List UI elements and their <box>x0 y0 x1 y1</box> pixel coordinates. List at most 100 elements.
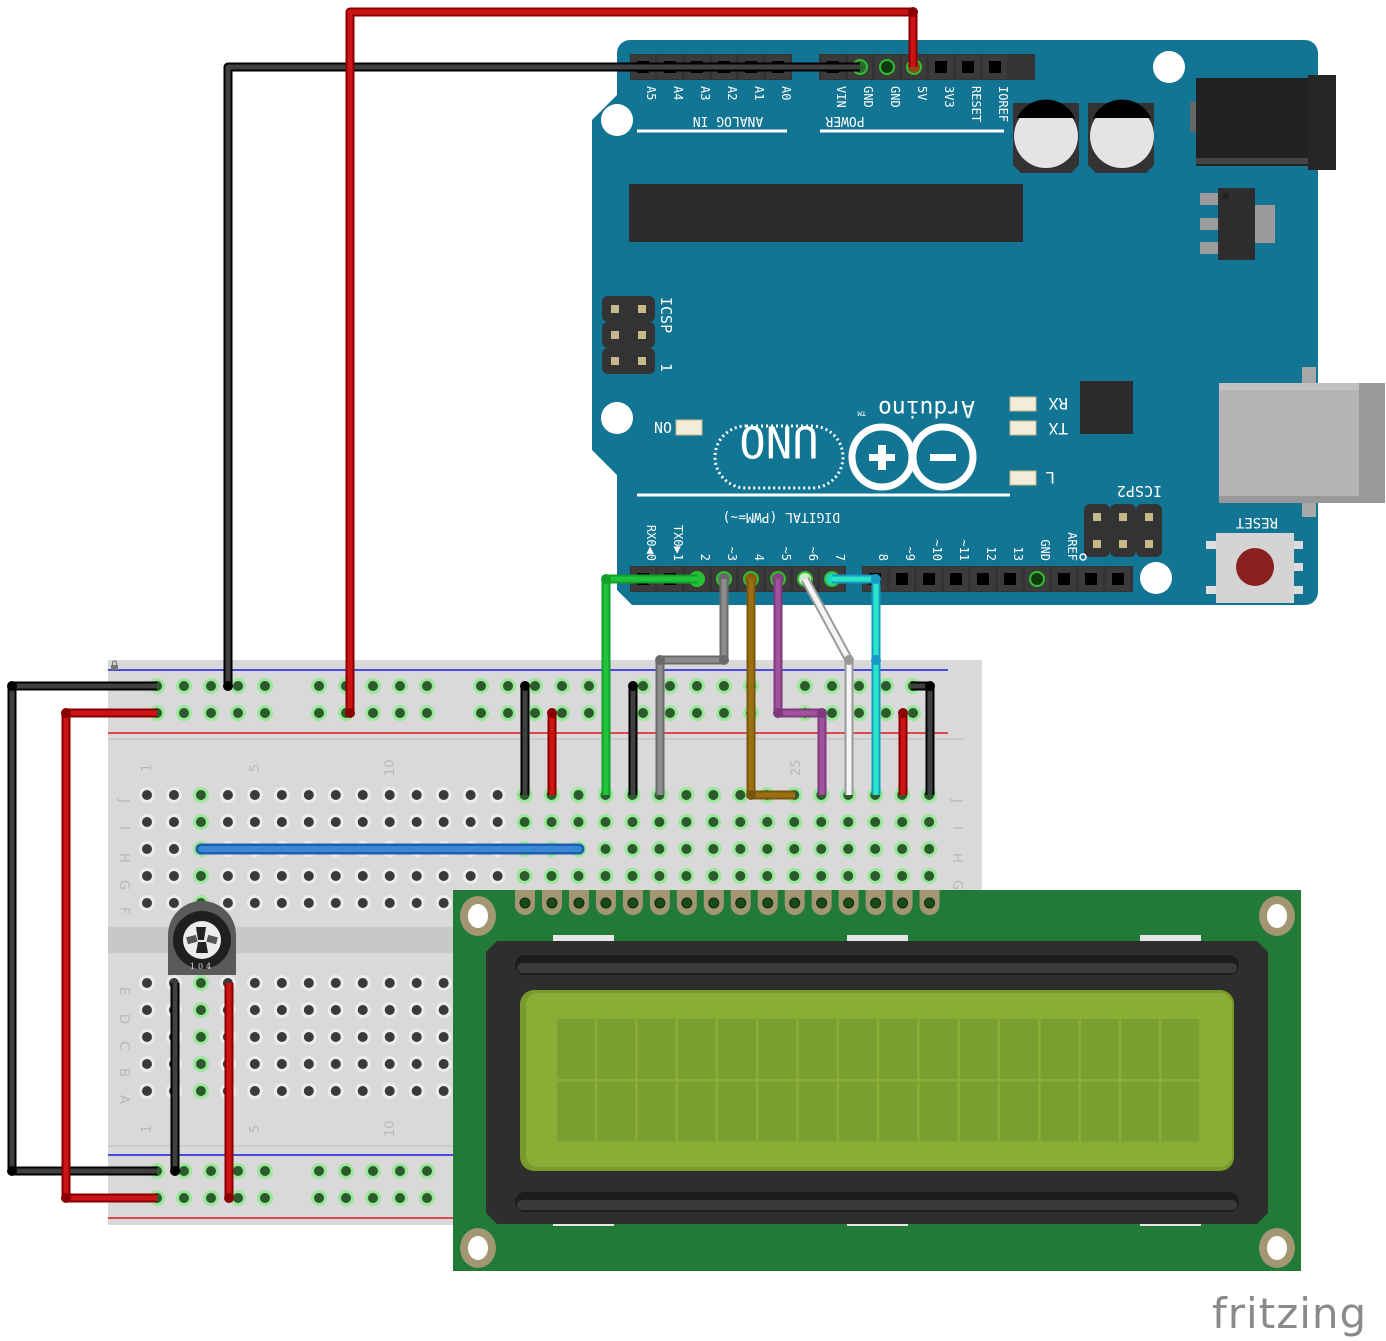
rx-led <box>1009 396 1037 412</box>
lcd-char-cell <box>798 1019 837 1079</box>
arduino-infinity-logo <box>848 423 977 491</box>
lcd-char-cell <box>718 1019 756 1079</box>
analog-pin-label: A5 <box>644 86 658 100</box>
lcd-char-cell <box>557 1081 595 1142</box>
wire-bend <box>224 1193 234 1203</box>
wire-bend <box>7 681 17 691</box>
brand-label: Arduino <box>878 395 975 421</box>
header-pin[interactable] <box>923 573 935 585</box>
wire-bend <box>871 655 881 665</box>
tx-label: TX <box>1048 419 1068 438</box>
header-pin[interactable] <box>1058 573 1070 585</box>
model-label: UNO <box>739 416 818 467</box>
digital-pin-label: ~3 <box>725 547 739 561</box>
lcd-char-cell <box>1121 1081 1159 1142</box>
wire-bend <box>520 681 530 691</box>
header-pin[interactable] <box>950 573 962 585</box>
digital-pin-label: ~6 <box>806 547 820 561</box>
digital-pin-label: ~5 <box>779 547 793 561</box>
lcd-16x2 <box>453 890 1301 1271</box>
header-pin[interactable] <box>989 61 1001 73</box>
wire-bend <box>7 1166 17 1176</box>
mounting-hole <box>601 104 633 136</box>
wire-bend <box>844 655 854 665</box>
lcd-char-cell <box>839 1019 877 1079</box>
lcd-char-cell <box>879 1081 918 1142</box>
lcd-character-cells <box>557 1019 1200 1142</box>
lcd-char-cell <box>1080 1019 1119 1079</box>
lcd-char-cell <box>677 1019 716 1079</box>
col-label-1-bottom: 1 <box>140 1125 155 1133</box>
lcd-char-cell <box>1040 1081 1079 1142</box>
wire-bend <box>547 708 557 718</box>
wire-bend <box>628 681 638 691</box>
rx-label: RX <box>1048 394 1068 413</box>
header-pin[interactable] <box>935 61 947 73</box>
fritzing-logo: fritzing <box>1212 1289 1367 1338</box>
wires <box>7 7 935 1203</box>
wire-bend <box>223 681 233 691</box>
wire-bend <box>773 708 783 718</box>
header-pin[interactable] <box>879 59 895 75</box>
row-label-a: A <box>116 1095 131 1104</box>
row-label-e: E <box>116 987 131 995</box>
wire-bend <box>61 1193 71 1203</box>
lcd-char-cell <box>960 1081 998 1142</box>
potentiometer[interactable]: 104 <box>168 901 236 975</box>
header-pin[interactable] <box>977 573 989 585</box>
wire-bend <box>61 708 71 718</box>
digital-pin-label: 7 <box>833 554 847 561</box>
tx-led <box>1009 420 1037 436</box>
power-label: POWER <box>825 113 864 128</box>
header-pin[interactable] <box>896 573 908 585</box>
l-led <box>1009 470 1037 486</box>
uno-logo: UNO <box>713 416 845 490</box>
digital-pin-label: TX0▶1 <box>671 525 685 561</box>
voltage-regulator <box>1200 188 1275 260</box>
on-led-label: ON <box>654 418 672 436</box>
wire-bend <box>345 708 355 718</box>
row-label-g: G <box>116 880 131 890</box>
trademark-label: TM <box>858 409 866 417</box>
wire-bend <box>871 574 881 584</box>
wire-bend <box>898 708 908 718</box>
lcd-char-cell <box>597 1019 636 1079</box>
analog-pin-label: A4 <box>671 86 685 100</box>
wire-bend <box>908 7 918 17</box>
digital-pin-label: 12 <box>984 547 998 561</box>
icsp2-header <box>1084 504 1162 557</box>
row-labels-top: J I H G F J I H G <box>116 798 964 914</box>
reset-button[interactable] <box>1206 533 1303 603</box>
row-label-g-right: G <box>949 880 964 890</box>
row-label-h: H <box>116 853 131 863</box>
header-pin[interactable] <box>1112 573 1124 585</box>
lcd-char-cell <box>557 1019 595 1079</box>
header-pin[interactable] <box>1085 573 1097 585</box>
header-pin[interactable] <box>962 61 974 73</box>
atmega-chip <box>629 184 1023 242</box>
reset-label: RESET <box>1235 514 1278 530</box>
digital-pin-label: 13 <box>1011 547 1025 561</box>
usb-chip <box>1080 381 1133 434</box>
capacitor <box>1088 99 1154 173</box>
row-label-b: B <box>116 1068 131 1077</box>
row-label-i-right: I <box>949 826 964 830</box>
lcd-char-cell <box>758 1019 797 1079</box>
lcd-char-cell <box>1121 1019 1159 1079</box>
digital-pin-label: ~11 <box>957 539 971 561</box>
row-label-d: D <box>116 1014 131 1024</box>
wire-bend <box>746 790 756 800</box>
header-pin[interactable] <box>1004 573 1016 585</box>
digital-pin-label: ~9 <box>903 547 917 561</box>
row-label-j: J <box>116 798 131 803</box>
mounting-hole <box>1140 562 1172 594</box>
lcd-char-cell <box>1000 1081 1039 1142</box>
wire-bend <box>817 708 827 718</box>
column-labels: 1 5 10 25 1 5 10 <box>140 759 804 1137</box>
digital-pin-label: ~10 <box>930 539 944 561</box>
lock-icon <box>111 660 118 670</box>
row-label-i: I <box>116 826 131 830</box>
lcd-char-cell <box>839 1081 877 1142</box>
header-pin[interactable] <box>1029 571 1045 587</box>
